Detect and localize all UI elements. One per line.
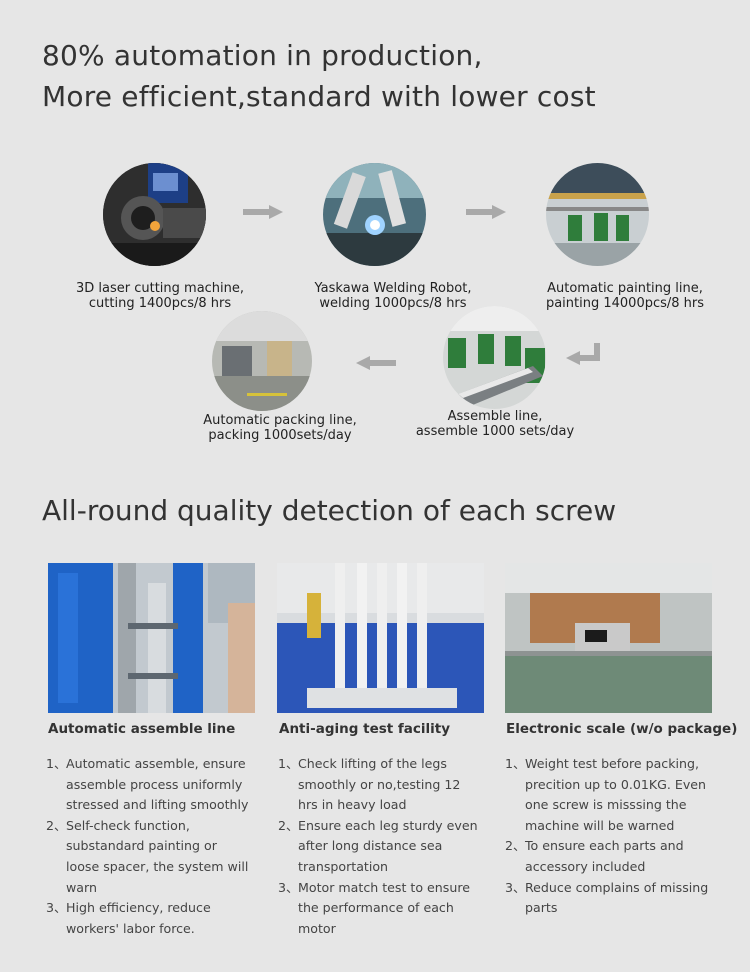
- assemble-line-photo: [443, 306, 546, 409]
- list-item: 3、 High efficiency, reduce workers' labo…: [46, 900, 211, 936]
- list-item: 2、 Ensure each leg sturdy even after lon…: [278, 817, 478, 874]
- list-item: 1、 Automatic assemble, ensure assemble p…: [46, 756, 249, 813]
- assemble-line-machine-photo: [48, 563, 255, 713]
- assemble-features-list: 1、 Automatic assemble, ensure assemble p…: [46, 754, 254, 939]
- list-item: 2、 Self-check function, substandard pain…: [46, 817, 249, 895]
- painting-line-photo: [546, 163, 649, 266]
- headline-line-2: More efficient,standard with lower cost: [42, 80, 596, 113]
- packing-line-photo: [212, 311, 312, 411]
- step-laser-caption: 3D laser cutting machine, cutting 1400pc…: [75, 281, 245, 311]
- anti-aging-features-list: 1、 Check lifting of the legs smoothly or…: [278, 754, 483, 939]
- arrow-right-icon: [466, 205, 506, 219]
- list-item: 1、 Check lifting of the legs smoothly or…: [278, 756, 461, 813]
- arrow-return-icon: [566, 343, 600, 365]
- electronic-scale-photo: [505, 563, 712, 713]
- welding-robot-photo: [323, 163, 426, 266]
- column-title-anti-aging: Anti-aging test facility: [279, 721, 451, 737]
- arrow-left-icon: [356, 356, 396, 370]
- step-packing-caption: Automatic packing line, packing 1000sets…: [203, 413, 357, 443]
- list-item: 1、 Weight test before packing, precition…: [505, 756, 707, 833]
- step-painting-caption: Automatic painting line, painting 14000p…: [545, 281, 705, 311]
- list-item: 3、 Reduce complains of missing parts: [505, 879, 709, 916]
- scale-features-list: 1、 Weight test before packing, precition…: [505, 754, 715, 919]
- headline-line-1: 80% automation in production,: [42, 39, 483, 72]
- laser-cutting-photo: [103, 163, 206, 266]
- list-item: 2、 To ensure each parts and accessory in…: [505, 838, 684, 874]
- step-assemble-caption: Assemble line, assemble 1000 sets/day: [415, 409, 575, 439]
- arrow-right-icon: [243, 205, 283, 219]
- column-title-scale: Electronic scale (w/o package): [506, 721, 738, 737]
- step-welding-caption: Yaskawa Welding Robot, welding 1000pcs/8…: [314, 281, 472, 311]
- anti-aging-test-photo: [277, 563, 484, 713]
- list-item: 3、 Motor match test to ensure the perfor…: [278, 879, 470, 936]
- column-title-assemble: Automatic assemble line: [48, 721, 236, 737]
- quality-section-title: All-round quality detection of each scre…: [42, 494, 617, 527]
